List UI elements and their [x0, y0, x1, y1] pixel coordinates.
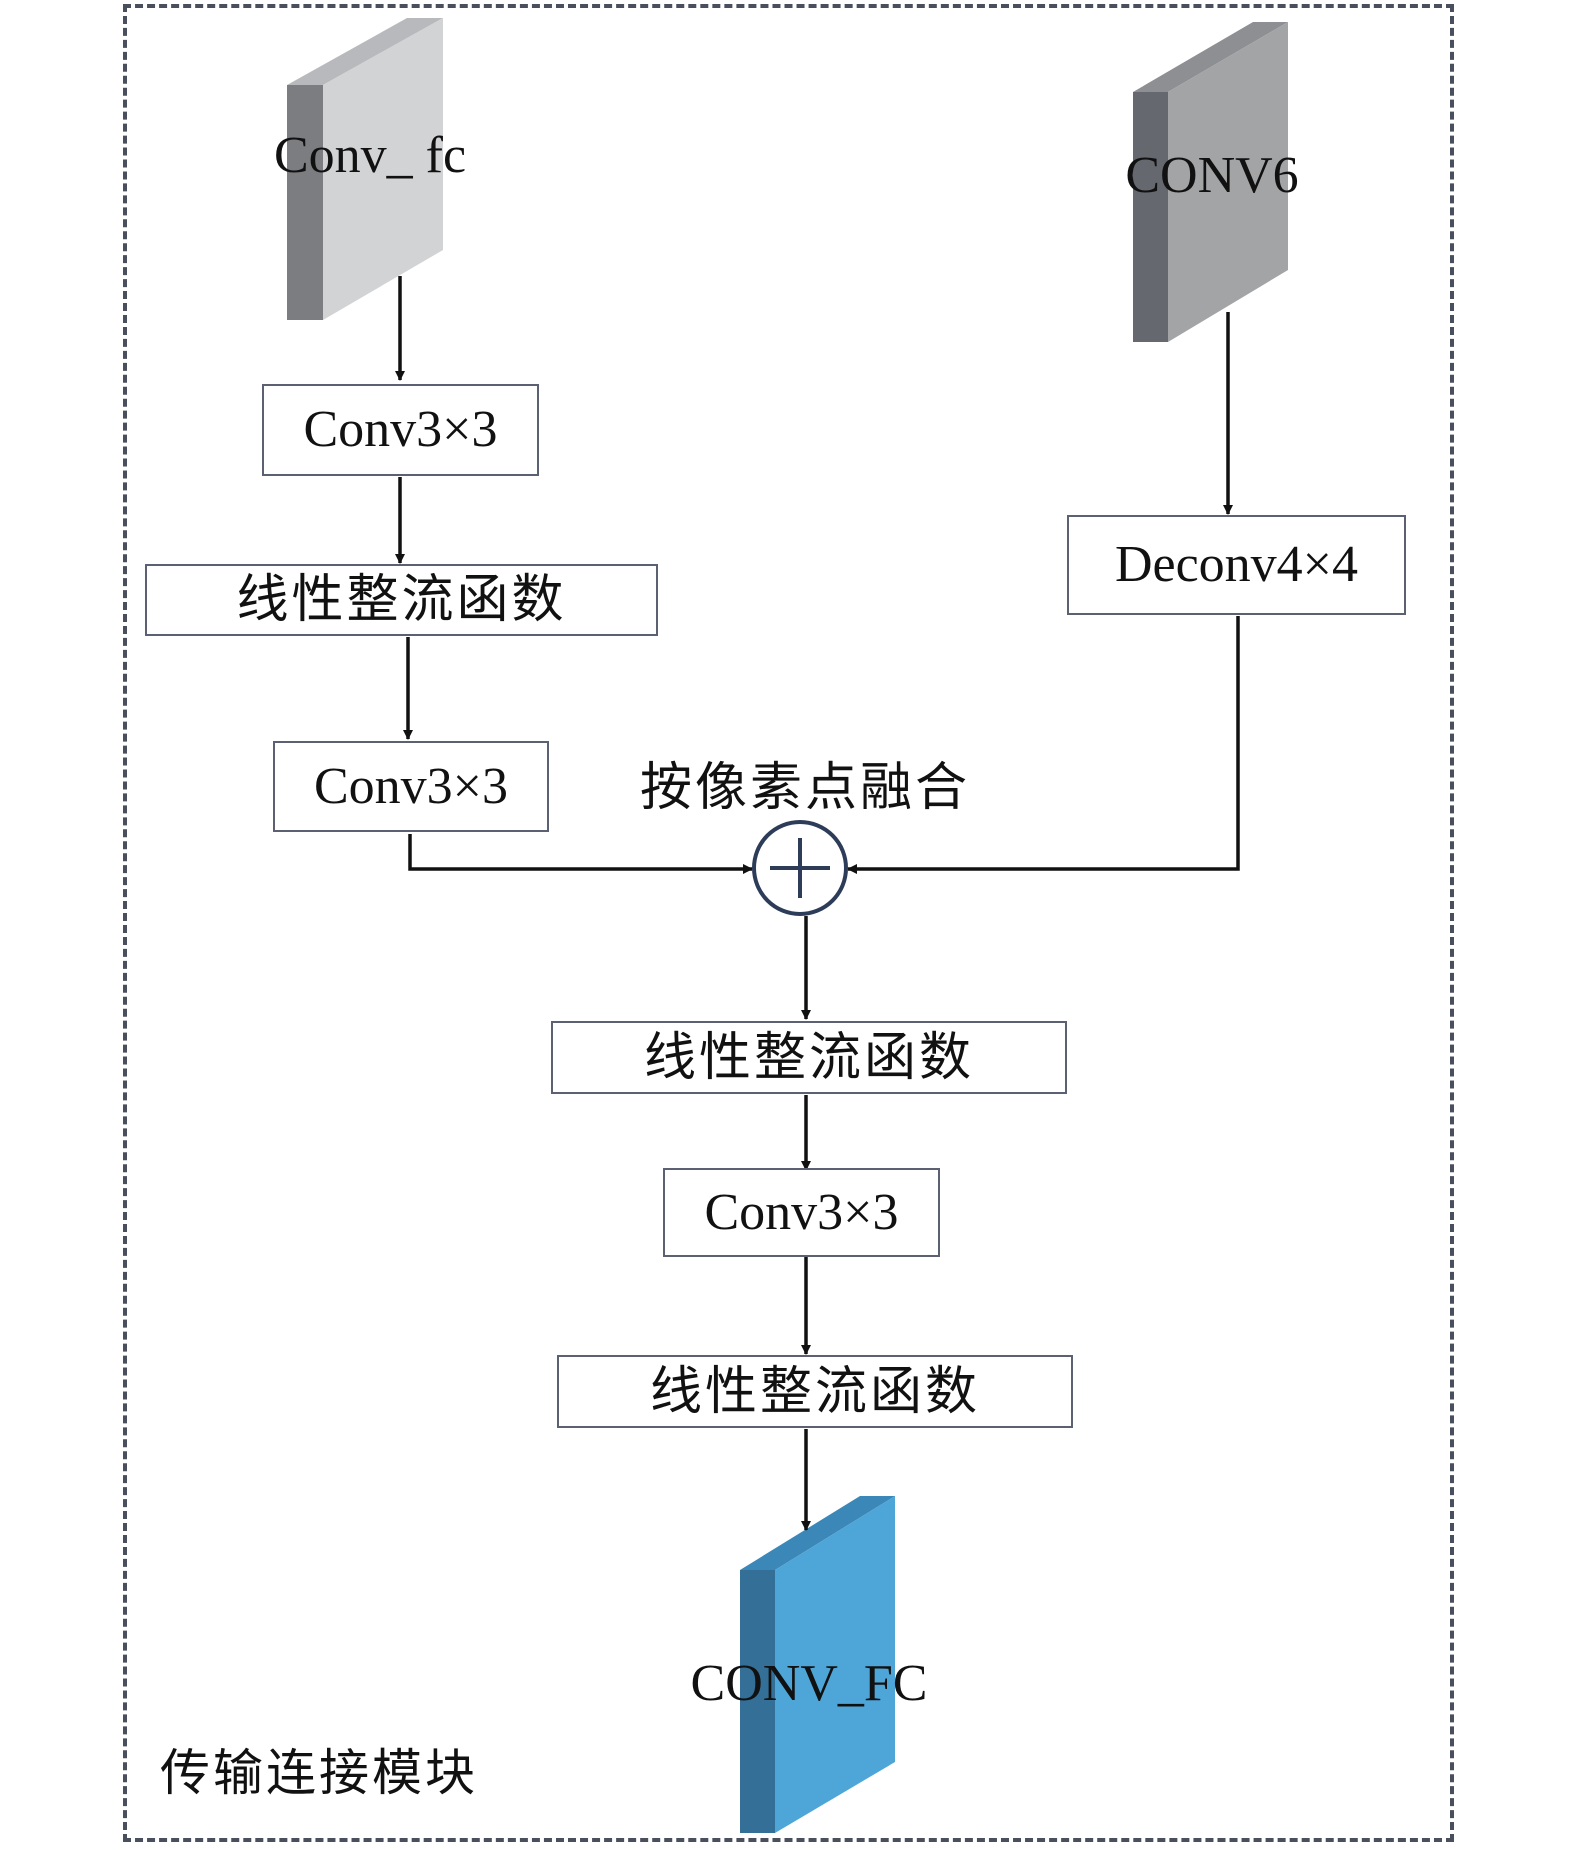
- merged-conv-box: Conv3×3: [663, 1168, 940, 1257]
- arrow-deconv-to-fusion: [847, 616, 1240, 874]
- right-deconv-box: Deconv4×4: [1067, 515, 1406, 615]
- conv-fc-input-label: Conv_ fc: [273, 127, 467, 184]
- merged-relu2-box: 线性整流函数: [557, 1355, 1073, 1428]
- arrow-conv2-to-fusion: [408, 834, 753, 874]
- conv-fc-input-block: [287, 18, 443, 320]
- left-relu-box: 线性整流函数: [145, 564, 658, 636]
- conv-fc-output-label: CONV_FC: [690, 1655, 928, 1712]
- conv-fc-output-block: [740, 1496, 895, 1833]
- conv6-input-block: [1133, 22, 1288, 342]
- module-frame: [123, 4, 1454, 1842]
- conv6-input-label: CONV6: [1125, 147, 1299, 204]
- left-conv2-box: Conv3×3: [273, 741, 549, 832]
- left-conv1-box: Conv3×3: [262, 384, 539, 476]
- fusion-label: 按像素点融合: [640, 758, 971, 818]
- merged-relu1-box: 线性整流函数: [551, 1021, 1067, 1094]
- plus-icon: [752, 820, 848, 916]
- module-label: 传输连接模块: [160, 1744, 478, 1802]
